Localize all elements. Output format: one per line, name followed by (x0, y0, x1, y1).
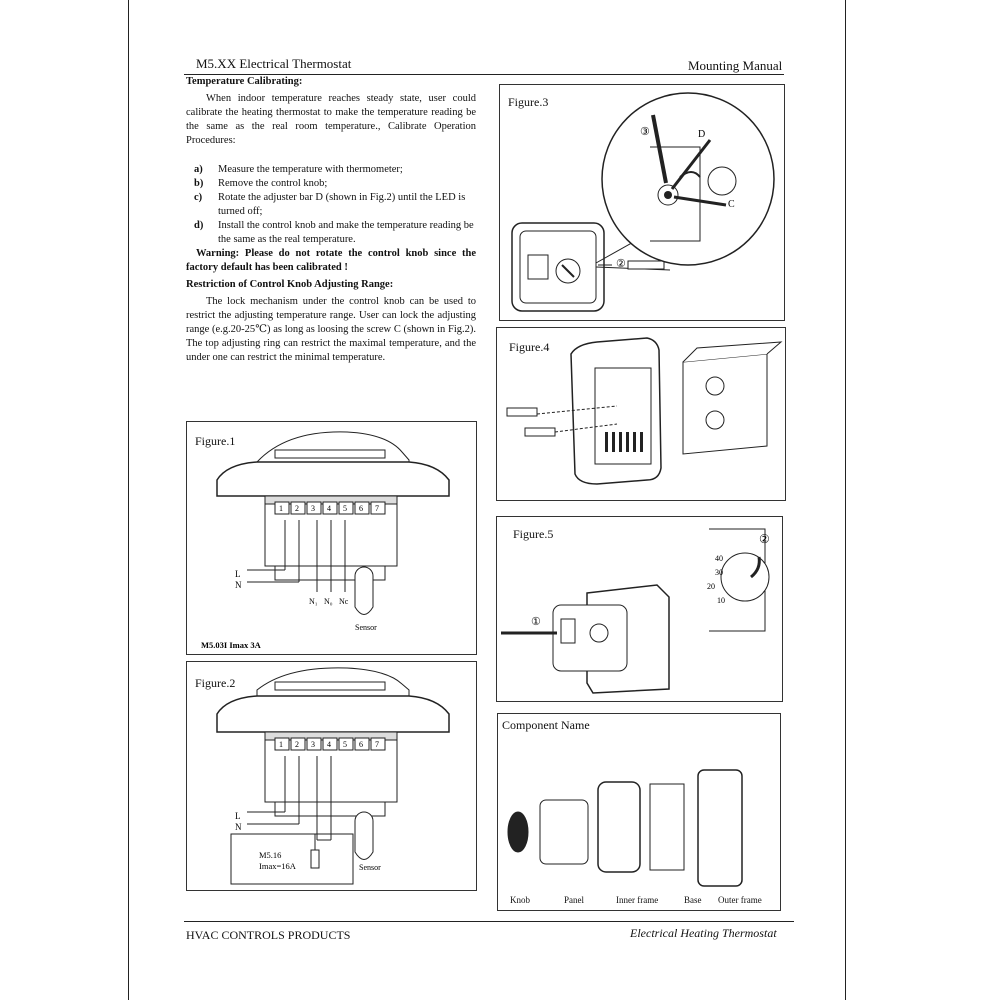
fig1-n1-label: N₁ (309, 597, 318, 606)
component-label-outer-frame: Outer frame (718, 895, 762, 905)
calibrate-step-d: d)Install the control knob and make the … (194, 220, 474, 245)
terminal-number: 2 (295, 740, 299, 749)
component-name-box: Component Name Knob Panel Inner frame Ba… (497, 713, 781, 911)
terminal-number: 7 (375, 504, 379, 513)
fig1-nc-label: Nc (339, 597, 349, 606)
component-label-knob: Knob (510, 895, 530, 905)
footer-rule (184, 921, 794, 922)
terminal-box (354, 501, 370, 515)
terminal-box (274, 501, 290, 515)
terminal-pin (612, 432, 615, 452)
terminal-box (338, 737, 354, 751)
fig1-n0-label: N₀ (324, 597, 333, 606)
calibrate-step-b: b)Remove the control knob; (194, 178, 328, 189)
terminal-number: 4 (327, 740, 331, 749)
terminal-number: 3 (311, 740, 315, 749)
terminal-pin (640, 432, 643, 452)
footer-company: HVAC CONTROLS PRODUCTS (186, 928, 351, 942)
scale-label: 40 (715, 554, 723, 563)
terminal-number: 6 (359, 740, 363, 749)
terminal-number: 6 (359, 504, 363, 513)
terminal-number: 1 (279, 740, 283, 749)
fig2-n-label: N (235, 822, 242, 832)
terminal-box (290, 737, 306, 751)
fig3-step2-marker: ② (616, 258, 626, 270)
restriction-text: The lock mechanism under the control kno… (186, 296, 476, 363)
terminal-number: 1 (279, 504, 283, 513)
terminal-box (370, 737, 386, 751)
figure-5-label: Figure.5 (513, 527, 554, 541)
fig1-n-label: N (235, 580, 242, 590)
fig1-caption: M5.03I Imax 3A (201, 640, 262, 650)
scale-label: 10 (717, 596, 725, 605)
terminal-pin (626, 432, 629, 452)
fig2-model-label: M5.16 (259, 850, 281, 860)
terminal-box (338, 501, 354, 515)
figure-3-box: Figure.3 ③ D C ② (499, 84, 785, 321)
figure-4-label: Figure.4 (509, 340, 550, 354)
component-name-title: Component Name (502, 718, 590, 732)
component-exploded-view (507, 769, 743, 887)
fig2-l-label: L (235, 811, 241, 821)
figure-1-label: Figure.1 (195, 434, 236, 448)
footer-product: Electrical Heating Thermostat (630, 926, 777, 940)
figure-4-mounting-illustration (506, 337, 783, 485)
figure-2-box: Figure.2 1 2 3 4 5 6 7 L N M5.16 Imax=16A Sens… (186, 661, 477, 891)
figure-1-wiring-diagram: 1 2 3 4 5 6 7 L N N₁ N₀ Nc Sensor M5.03I Imax … (201, 431, 450, 650)
page-frame (128, 0, 846, 1000)
fig5-step1-marker: ① (531, 616, 541, 628)
terminal-pin (605, 432, 608, 452)
terminal-box (322, 501, 338, 515)
restriction-title: Restriction of Control Knob Adjusting Ra… (186, 279, 394, 290)
calibrate-step-c: c)Rotate the adjuster bar D (shown in Fi… (194, 192, 466, 217)
calibrate-intro: When indoor temperature reaches steady s… (186, 93, 476, 146)
fig5-step2-marker: ② (759, 532, 770, 546)
fig3-step3-marker: ③ (640, 126, 650, 138)
calibrate-step-a: a)Measure the temperature with thermomet… (194, 164, 403, 175)
fig3-d-label: D (698, 129, 705, 140)
fig1-l-label: L (235, 569, 241, 579)
terminal-box (306, 737, 322, 751)
component-label-inner-frame: Inner frame (616, 895, 659, 905)
fig1-sensor-label: Sensor (355, 623, 377, 632)
terminal-box (290, 501, 306, 515)
calibrate-warning: Warning: Please do not rotate the contro… (186, 248, 476, 273)
terminal-box (354, 737, 370, 751)
terminal-pin (633, 432, 636, 452)
header-title: M5.XX Electrical Thermostat (196, 56, 352, 71)
terminal-box (370, 501, 386, 515)
terminal-number: 7 (375, 740, 379, 749)
component-label-base: Base (684, 895, 702, 905)
scale-label: 30 (715, 568, 723, 577)
terminal-box (306, 501, 322, 515)
terminal-number: 4 (327, 504, 331, 513)
terminal-pin (619, 432, 622, 452)
figure-2-wiring-diagram: 1 2 3 4 5 6 7 L N M5.16 Imax=16A Sensor (216, 667, 450, 885)
figure-1-box: Figure.1 1 2 3 4 5 6 7 L N N₁ N₀ Nc Sensor M5.… (186, 421, 477, 655)
scale-label: 20 (707, 582, 715, 591)
figure-4-box: Figure.4 (496, 327, 786, 501)
figure-2-label: Figure.2 (195, 676, 236, 690)
terminal-number: 2 (295, 504, 299, 513)
terminal-box (274, 737, 290, 751)
terminal-number: 5 (343, 504, 347, 513)
header-manual: Mounting Manual (688, 58, 783, 73)
terminal-number: 5 (343, 740, 347, 749)
figure-3-label: Figure.3 (508, 95, 549, 109)
fig2-sensor-label: Sensor (359, 863, 381, 872)
fig3-c-label: C (728, 199, 735, 210)
fig2-imax-label: Imax=16A (259, 861, 297, 871)
component-label-panel: Panel (564, 895, 584, 905)
calibrate-title: Temperature Calibrating: (186, 76, 303, 87)
terminal-box (322, 737, 338, 751)
figure-3-calibration-illustration: ③ D C ② (511, 92, 775, 312)
header-rule (184, 74, 784, 75)
terminal-number: 3 (311, 504, 315, 513)
